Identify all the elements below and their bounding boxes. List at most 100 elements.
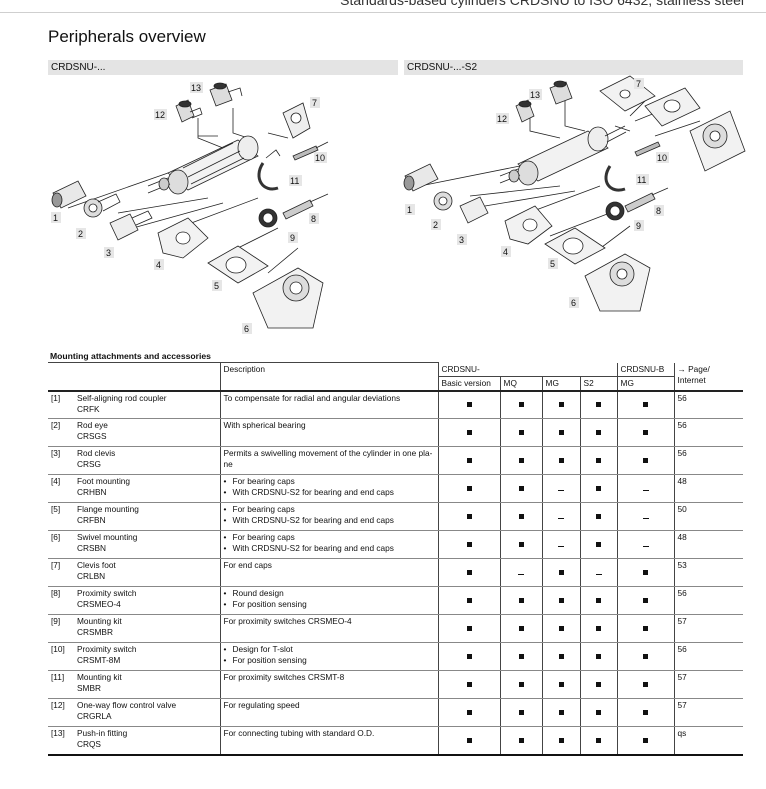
item-name: Proximity switch [77,644,137,654]
filled-square-icon [558,710,564,715]
callout-1: 1 [53,213,58,223]
page-reference[interactable]: 57 [673,698,744,727]
filled-square-icon [643,430,649,435]
available-mark [616,418,675,447]
item-name: Proximity switch [77,588,137,598]
available-mark [437,698,501,727]
filled-square-icon [518,402,524,408]
description-bullet: Round design [224,588,435,599]
running-header-text: Standards-based cylinders CRDSNU to ISO … [340,0,744,8]
filled-square-icon [518,542,524,547]
page-reference[interactable]: 56 [673,642,744,671]
not-available-mark [579,558,618,587]
exploded-diagram-left: 1 2 3 4 5 6 7 8 9 10 11 12 13 [51,82,329,334]
table-row: [4]Foot mountingCRHBNFor bearing capsWit… [48,474,744,503]
col-b-mg: MG [616,376,675,392]
item-code: CRGRLA [77,711,112,721]
item-number: [7] [48,558,74,587]
callout-7: 7 [636,79,641,89]
available-mark [499,614,543,643]
filled-square-icon [596,710,602,715]
available-mark [499,390,543,419]
table-row: [5]Flange mountingCRFBNFor bearing capsW… [48,502,744,531]
accessories-table: Mounting attachments and accessories Des… [48,351,744,756]
available-mark [616,586,675,615]
filled-square-icon [558,570,564,575]
available-mark [499,670,543,699]
col-group-crdsnu-b: CRDSNU-B [616,362,675,377]
page-reference[interactable]: 56 [673,390,744,419]
available-mark [437,726,501,756]
available-mark [616,390,675,419]
available-mark [616,446,675,475]
description-bullet: For bearing caps [224,532,435,543]
page-reference[interactable]: 56 [673,586,744,615]
callout-2: 2 [78,229,83,239]
available-mark [541,698,581,727]
available-mark [437,642,501,671]
item-code: CRSGS [77,431,107,441]
item-description: With spherical bearing [219,418,439,447]
filled-square-icon [466,682,472,687]
col-basic-version: Basic version [437,376,501,392]
item-description: For connecting tubing with standard O.D. [219,726,439,756]
available-mark [616,726,675,756]
available-mark [541,586,581,615]
item-number: [1] [48,390,74,419]
callout-13: 13 [530,90,540,100]
page-reference[interactable]: 48 [673,474,744,503]
item-name: Mounting kit [77,616,122,626]
accessories-table-wrapper: Mounting attachments and accessories Des… [48,351,744,756]
filled-square-icon [518,458,524,463]
table-row: [6]Swivel mountingCRSBNFor bearing capsW… [48,530,744,559]
page-reference[interactable]: qs [673,726,744,756]
page-reference[interactable]: 53 [673,558,744,587]
item-number: [13] [48,726,74,756]
item-description: For proximity switches CRSMT-8 [219,670,439,699]
col-description: Description [219,362,439,392]
filled-square-icon [558,430,564,435]
item-code: CRFK [77,403,100,414]
filled-square-icon [596,514,602,519]
page-reference[interactable]: 50 [673,502,744,531]
filled-square-icon [596,486,602,491]
item-name: Flange mounting [77,504,139,514]
page-reference[interactable]: 56 [673,446,744,475]
filled-square-icon [466,430,472,435]
not-available-mark [616,474,675,503]
description-bullet: With CRDSNU-S2 for bearing and end caps [224,515,435,526]
description-line: With spherical bearing [223,420,306,430]
page-reference[interactable]: 56 [673,418,744,447]
available-mark [437,670,501,699]
item-code: CRFBN [77,515,106,525]
available-mark [579,586,618,615]
page-reference[interactable]: 48 [673,530,744,559]
item-description: For bearing capsWith CRDSNU-S2 for beari… [219,502,439,531]
page-reference[interactable]: 57 [673,614,744,643]
dash-icon [642,546,649,548]
filled-square-icon [518,682,524,687]
item-description: Design for T-slotFor position sensing [219,642,439,671]
item-name: Clevis foot [77,560,116,570]
available-mark [541,418,581,447]
available-mark [541,614,581,643]
item-code: CRSMBR [77,627,113,637]
available-mark [541,558,581,587]
item-name: Rod eye [77,420,108,430]
callout-10: 10 [657,153,667,163]
available-mark [499,418,543,447]
item-description: Permits a swivelling movement of the cyl… [219,446,439,475]
description-line: For proximity switches CRSMEO-4 [223,616,352,626]
page-reference[interactable]: 57 [673,670,744,699]
filled-square-icon [466,514,472,519]
available-mark [437,502,501,531]
filled-square-icon [466,737,472,743]
item-number: [4] [48,474,74,503]
